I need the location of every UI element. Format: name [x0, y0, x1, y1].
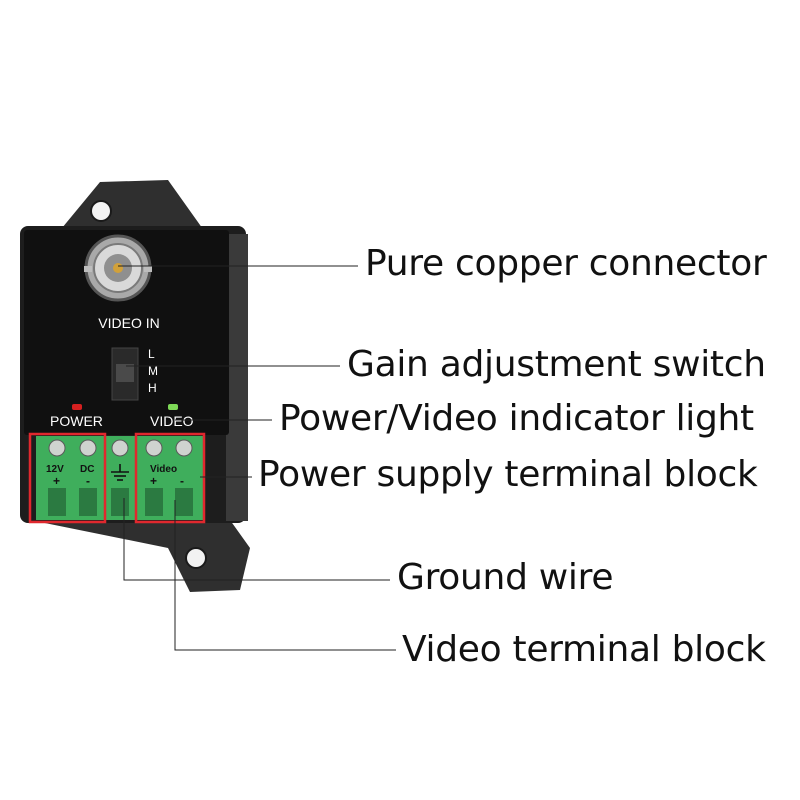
callout-video-terminal: Video terminal block	[402, 629, 766, 670]
mount-hole-top	[90, 200, 112, 222]
power-label: POWER	[50, 413, 103, 429]
callout-indicator-light: Power/Video indicator light	[279, 398, 754, 439]
device-side	[226, 234, 248, 521]
terminal-screws	[48, 439, 193, 457]
video-terminal-highlight	[134, 432, 206, 524]
terminal-sockets	[48, 488, 193, 516]
gain-switch[interactable]	[111, 347, 139, 401]
mount-hole-bottom	[185, 547, 207, 569]
callout-power-terminal: Power supply terminal block	[258, 454, 758, 495]
callout-ground-wire: Ground wire	[397, 557, 614, 598]
leader-ground	[123, 498, 390, 581]
terminal-label-12v: 12V	[46, 464, 64, 475]
power-terminal-highlight	[28, 432, 107, 524]
switch-label-m: M	[148, 364, 158, 378]
terminal-label-plus-1: +	[53, 474, 60, 488]
video-in-label: VIDEO IN	[98, 315, 159, 331]
ground-symbol-icon	[111, 464, 129, 481]
switch-label-h: H	[148, 381, 157, 395]
callout-connector: Pure copper connector	[365, 243, 767, 284]
terminal-label-plus-2: +	[150, 474, 157, 488]
terminal-label-minus-2: -	[180, 474, 184, 488]
leader-lines	[118, 265, 396, 651]
callout-gain-switch: Gain adjustment switch	[347, 344, 766, 385]
power-led	[72, 404, 82, 410]
bnc-connector	[84, 234, 152, 302]
terminal-label-minus-1: -	[86, 474, 90, 488]
switch-label-l: L	[148, 347, 155, 361]
terminal-label-dc: DC	[80, 464, 94, 475]
video-label: VIDEO	[150, 413, 194, 429]
terminal-label-video: Video	[150, 464, 177, 475]
video-led	[168, 404, 178, 410]
front-panel	[24, 230, 229, 435]
leader-video-terminal	[174, 500, 396, 651]
